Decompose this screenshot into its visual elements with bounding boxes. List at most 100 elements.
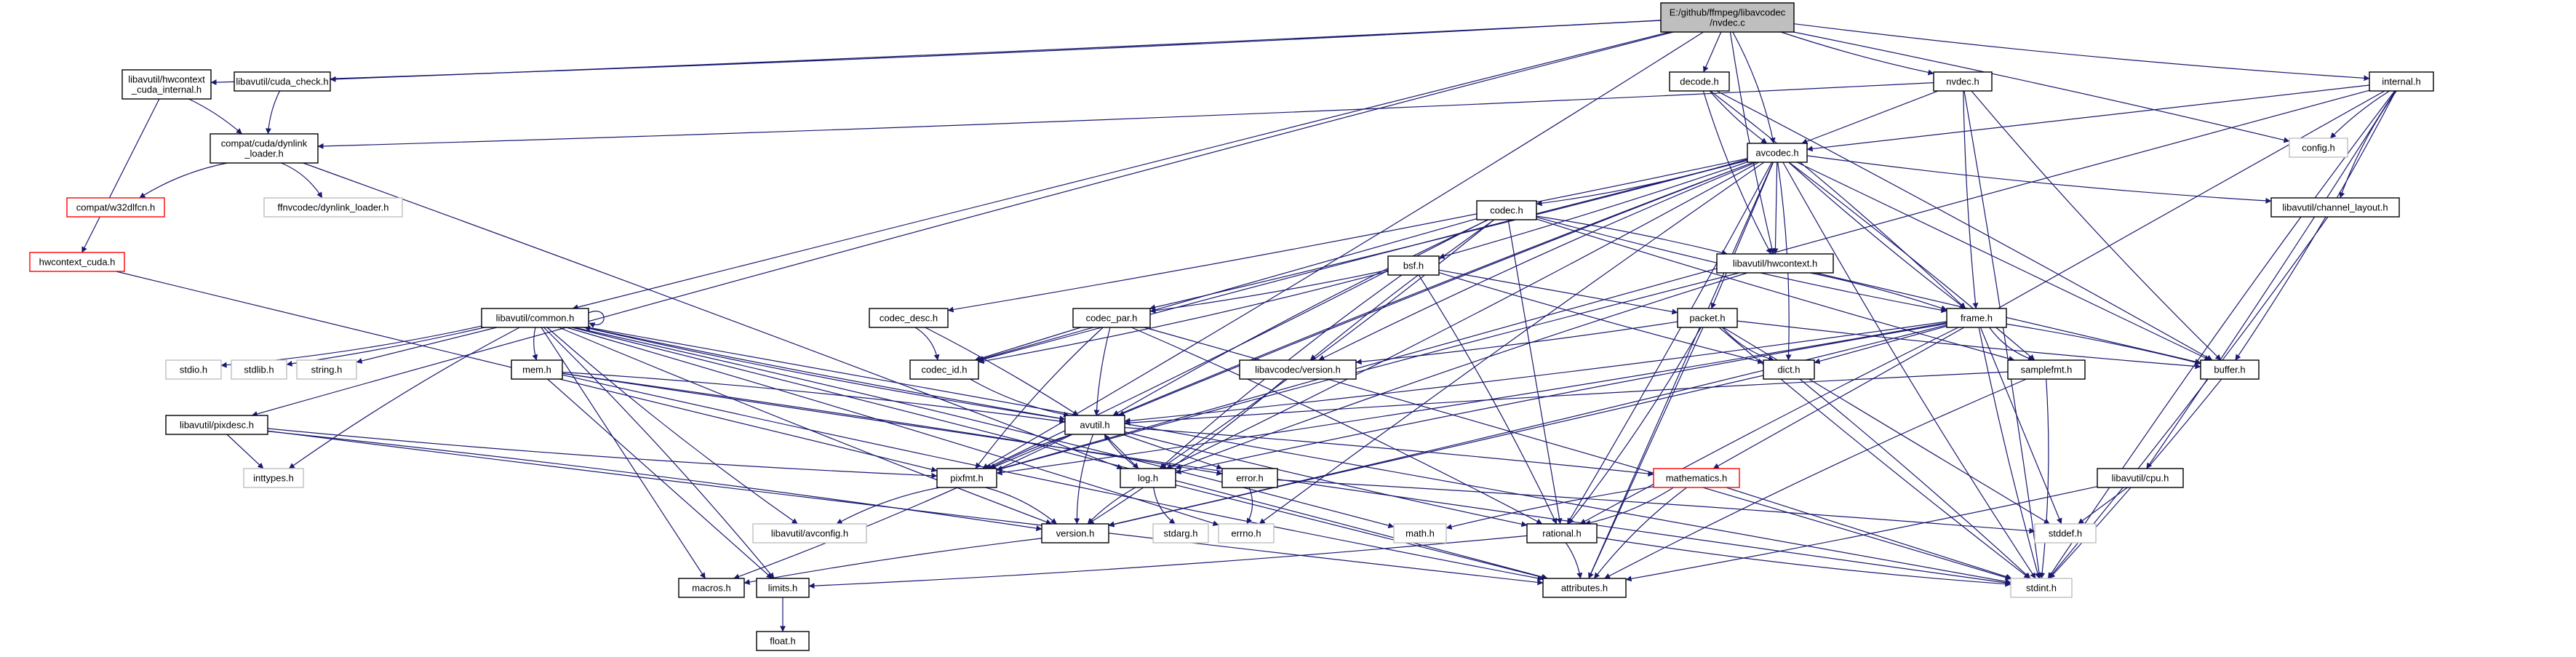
node-label: codec_desc.h <box>880 313 938 324</box>
node-limits_h[interactable]: limits.h <box>756 578 810 598</box>
edge-samplefmt_h-to-stdint_h <box>2039 378 2049 579</box>
node-hwcontext_h[interactable]: libavutil/hwcontext.h <box>1716 253 1834 274</box>
node-packet_h[interactable]: packet.h <box>1677 308 1738 328</box>
node-samplefmt_h[interactable]: samplefmt.h <box>2007 359 2086 380</box>
node-codec_desc[interactable]: codec_desc.h <box>869 308 949 328</box>
node-dynlink_loader[interactable]: compat/cuda/dynlink_loader.h <box>210 133 319 164</box>
edge-root-to-decode_h <box>1703 31 1722 73</box>
edge-common_h-to-stdint_h <box>587 327 2011 585</box>
edge-hwcontext_h-to-frame_h <box>1809 272 1947 311</box>
node-codec_h[interactable]: codec.h <box>1476 200 1537 220</box>
node-box <box>1677 308 1738 328</box>
node-label: version.h <box>1056 528 1095 539</box>
node-codec_par[interactable]: codec_par.h <box>1072 308 1151 328</box>
edge-avutil_h-to-error_h <box>1122 434 1223 470</box>
edge-dict_h-to-version_h <box>1108 375 1764 527</box>
edge-nvdec_h-to-stdint_h <box>1963 90 2042 579</box>
node-label: libavutil/hwcontext <box>128 74 205 85</box>
node-codec_id[interactable]: codec_id.h <box>909 359 979 380</box>
node-nvdec_h[interactable]: nvdec.h <box>1933 71 1993 92</box>
edge-hwcontext_h-to-pixfmt_h <box>996 272 1740 471</box>
edge-codec_par-to-rational_h <box>1131 327 1543 525</box>
node-buffer_h[interactable]: buffer.h <box>2200 359 2260 380</box>
edge-lavc_version-to-version_h <box>1088 378 1285 525</box>
edge-hwcontext_cuda_internal-to-hwcontext_cuda <box>81 98 160 253</box>
edge-avcodec_h-to-lavc_version <box>1318 162 1757 361</box>
edge-decode_h-to-frame_h <box>1710 90 1966 309</box>
node-avcodec_h[interactable]: avcodec.h <box>1747 143 1808 163</box>
node-cuda_check[interactable]: libavutil/cuda_check.h <box>234 71 331 92</box>
node-cpu_h[interactable]: libavutil/cpu.h <box>2097 468 2184 488</box>
edge-bsf_h-to-codec_par <box>1149 269 1389 314</box>
node-label: libavutil/common.h <box>496 313 575 324</box>
node-rational_h[interactable]: rational.h <box>1526 523 1598 543</box>
node-lavc_version[interactable]: libavcodec/version.h <box>1239 359 1357 380</box>
edge-codec_h-to-codec_id <box>977 218 1478 362</box>
node-box <box>66 197 165 218</box>
node-w32dlfcn[interactable]: compat/w32dlfcn.h <box>66 197 165 218</box>
node-dict_h[interactable]: dict.h <box>1763 359 1815 380</box>
node-label: avutil.h <box>1080 420 1109 431</box>
node-common_h[interactable]: libavutil/common.h <box>481 308 589 328</box>
node-pixfmt_h[interactable]: pixfmt.h <box>936 468 997 488</box>
node-label: config.h <box>2302 143 2335 154</box>
node-label: avcodec.h <box>1755 148 1798 159</box>
edge-log_h-to-stdarg_h <box>1153 487 1176 525</box>
edge-codec_par-to-codec_id <box>974 327 1082 362</box>
edge-avcodec_h-to-hwcontext_h <box>1772 162 1779 255</box>
edge-common_h-to-avconfig_h <box>546 327 798 525</box>
node-label: stdarg.h <box>1164 528 1198 539</box>
node-frame_h[interactable]: frame.h <box>1946 308 2007 328</box>
node-label: nvdec.h <box>1946 76 1979 87</box>
edge-log_h-to-version_h <box>1087 487 1136 525</box>
edge-packet_h-to-lavc_version <box>1355 321 1678 365</box>
edge-mem_h-to-avutil_h <box>562 371 1066 424</box>
node-mathematics_h[interactable]: mathematics.h <box>1653 468 1740 488</box>
edge-internal_h-to-buffer_h <box>2235 90 2396 361</box>
node-error_h[interactable]: error.h <box>1221 468 1278 488</box>
node-hwcontext_cuda[interactable]: hwcontext_cuda.h <box>29 252 125 272</box>
node-config_h: config.h <box>2289 138 2348 158</box>
edge-rational_h-to-attributes_h <box>1565 542 1583 579</box>
node-box <box>909 359 979 380</box>
node-channel_layout[interactable]: libavutil/channel_layout.h <box>2270 197 2400 218</box>
node-float_h[interactable]: float.h <box>756 631 810 651</box>
node-pixdesc_h[interactable]: libavutil/pixdesc.h <box>165 415 268 435</box>
edge-frame_h-to-samplefmt_h <box>1989 327 2034 362</box>
node-box <box>1064 415 1125 435</box>
node-bsf_h[interactable]: bsf.h <box>1387 255 1440 276</box>
node-version_h[interactable]: version.h <box>1041 523 1109 543</box>
edge-avcodec_h-to-bsf_h <box>1438 162 1748 259</box>
node-decode_h[interactable]: decode.h <box>1669 71 1730 92</box>
edge-hwcontext_h-to-log_h <box>1175 272 1748 470</box>
node-stdarg_h: stdarg.h <box>1152 523 1209 543</box>
edge-error_h-to-errno_h <box>1246 487 1253 525</box>
edge-log_h-to-avutil_h <box>1104 434 1139 469</box>
node-box <box>29 252 125 272</box>
edge-common_h-to-limits_h <box>543 327 775 579</box>
node-label: codec_id.h <box>922 365 968 375</box>
edge-common_h-to-errno_h <box>566 327 1219 527</box>
edge-root-to-avcodec_h <box>1732 31 1776 144</box>
edge-avutil_h-to-common_h <box>584 325 1066 420</box>
node-log_h[interactable]: log.h <box>1120 468 1176 488</box>
node-avutil_h[interactable]: avutil.h <box>1064 415 1125 435</box>
edge-bsf_h-to-codec_id <box>978 271 1389 365</box>
edge-bsf_h-to-rational_h <box>1418 274 1558 525</box>
node-mem_h[interactable]: mem.h <box>511 359 563 380</box>
edge-codec_h-to-rational_h <box>1507 219 1563 525</box>
edge-frame_h-to-log_h <box>1175 323 1947 475</box>
node-hwcontext_cuda_internal[interactable]: libavutil/hwcontext_cuda_internal.h <box>121 69 212 100</box>
node-attributes_h[interactable]: attributes.h <box>1542 578 1627 598</box>
edge-hwcontext_cuda_internal-to-dynlink_loader <box>188 98 242 135</box>
node-macros_h[interactable]: macros.h <box>678 578 745 598</box>
node-box <box>1218 523 1275 543</box>
node-root[interactable]: E:/github/ffmpeg/libavcodec/nvdec.c <box>1660 2 1795 33</box>
node-internal_h[interactable]: internal.h <box>2369 71 2434 92</box>
node-box <box>121 69 212 100</box>
edge-root-to-nvdec_h <box>1780 31 1934 76</box>
node-box <box>511 359 563 380</box>
node-label: codec_par.h <box>1086 313 1138 324</box>
node-label: errno.h <box>1231 528 1261 539</box>
